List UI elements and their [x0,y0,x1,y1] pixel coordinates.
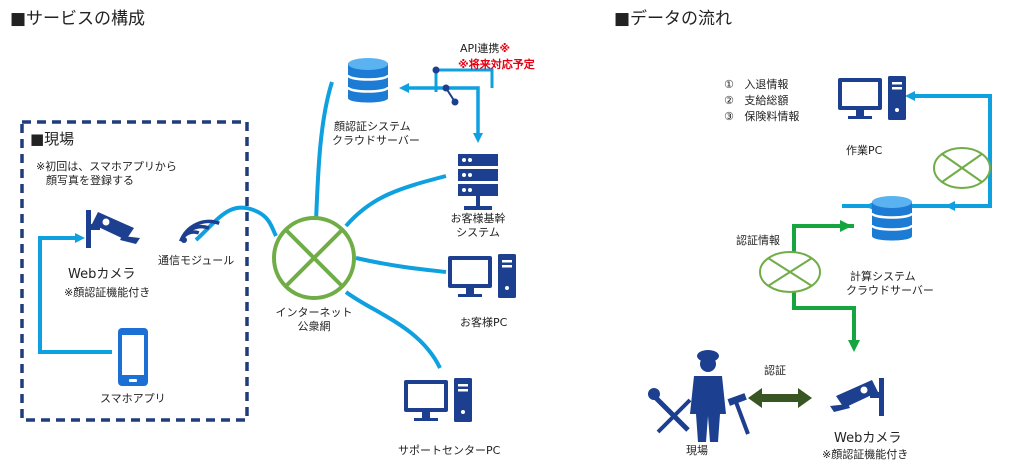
api-future-note: ※将来対応予定 [458,58,535,71]
left-title: ■サービスの構成 [10,9,146,29]
auth-label: 認証 [764,364,786,377]
wifi-icon [179,219,220,243]
work-pc-icon [838,76,906,120]
internet-globe-icon [272,216,356,300]
face-server-database-icon [346,56,390,104]
info-list-1-text: 入退情報 [744,78,789,91]
api-label-mark: ※ [499,42,511,55]
webcam-icon [86,210,140,248]
core-system-line2: システム [456,226,500,239]
work-pc-label: 作業PC [846,144,883,157]
face-server-line2: クラウドサーバー [332,134,420,147]
customer-pc-icon [448,254,516,298]
webcam-sub: ※顔認証機能付き [64,286,151,299]
smartphone-icon [118,328,148,386]
support-center-pc-icon [404,378,472,422]
site-label: 現場 [686,444,708,457]
face-server-line1: 顔認証システム [334,120,411,133]
right-title: ■データの流れ [614,9,733,29]
customer-pc-label: お客様PC [460,316,508,329]
info-list-3-text: 保険料情報 [744,110,800,123]
info-list-2-text: 支給総額 [744,94,789,107]
internet-label-line2: 公衆網 [297,320,331,333]
calc-system-line2: クラウドサーバー [846,284,934,297]
api-node-1 [432,66,440,74]
site-dashed-box [20,120,249,422]
auth-double-arrow [748,388,812,408]
webcam-right-label: Webカメラ [834,431,902,446]
info-list-3-num: ③ [724,110,734,123]
calc-system-line1: 計算システム [850,270,916,283]
info-list-2: ② 支給総額 [724,94,788,108]
api-node-link [445,87,456,103]
calc-system-database-icon [870,194,914,242]
webcam-label: Webカメラ [68,267,136,282]
module-to-internet-line [194,205,278,242]
info-list-3: ③ 保険料情報 [724,110,799,124]
auth-info-label: 認証情報 [736,234,780,247]
worker-icon [648,350,750,442]
info-list-1-num: ① [724,78,734,91]
api-label-text: API連携 [460,42,500,55]
site-note-line2: 顔写真を登録する [46,174,134,187]
info-list-1: ① 入退情報 [724,78,788,92]
site-note-line1: ※初回は、スマホアプリから [36,160,177,173]
api-label: API連携※ [460,42,510,56]
internet-to-face-server-line [314,81,334,223]
api-bracket [434,68,494,92]
right-upper-globe-icon [933,147,991,189]
internet-to-core-line [344,174,447,228]
internet-label-line1: インターネット [275,306,353,319]
support-pc-label: サポートセンターPC [398,444,501,457]
api-arrow-down [446,86,483,143]
internet-to-support-line [344,290,442,369]
webcam-right-icon [830,378,884,416]
comm-module-label: 通信モジュール [158,254,235,267]
core-system-line1: お客様基幹 [450,212,506,225]
site-box-title: ■現場 [30,130,75,148]
info-list-2-num: ② [724,94,734,107]
core-system-server-icon [458,154,498,210]
app-to-camera-line [38,233,112,354]
webcam-right-sub: ※顔認証機能付き [822,448,909,461]
right-lower-globe-icon [759,251,821,293]
smartphone-label: スマホアプリ [100,392,166,405]
internet-to-customer-pc-line [355,256,447,274]
